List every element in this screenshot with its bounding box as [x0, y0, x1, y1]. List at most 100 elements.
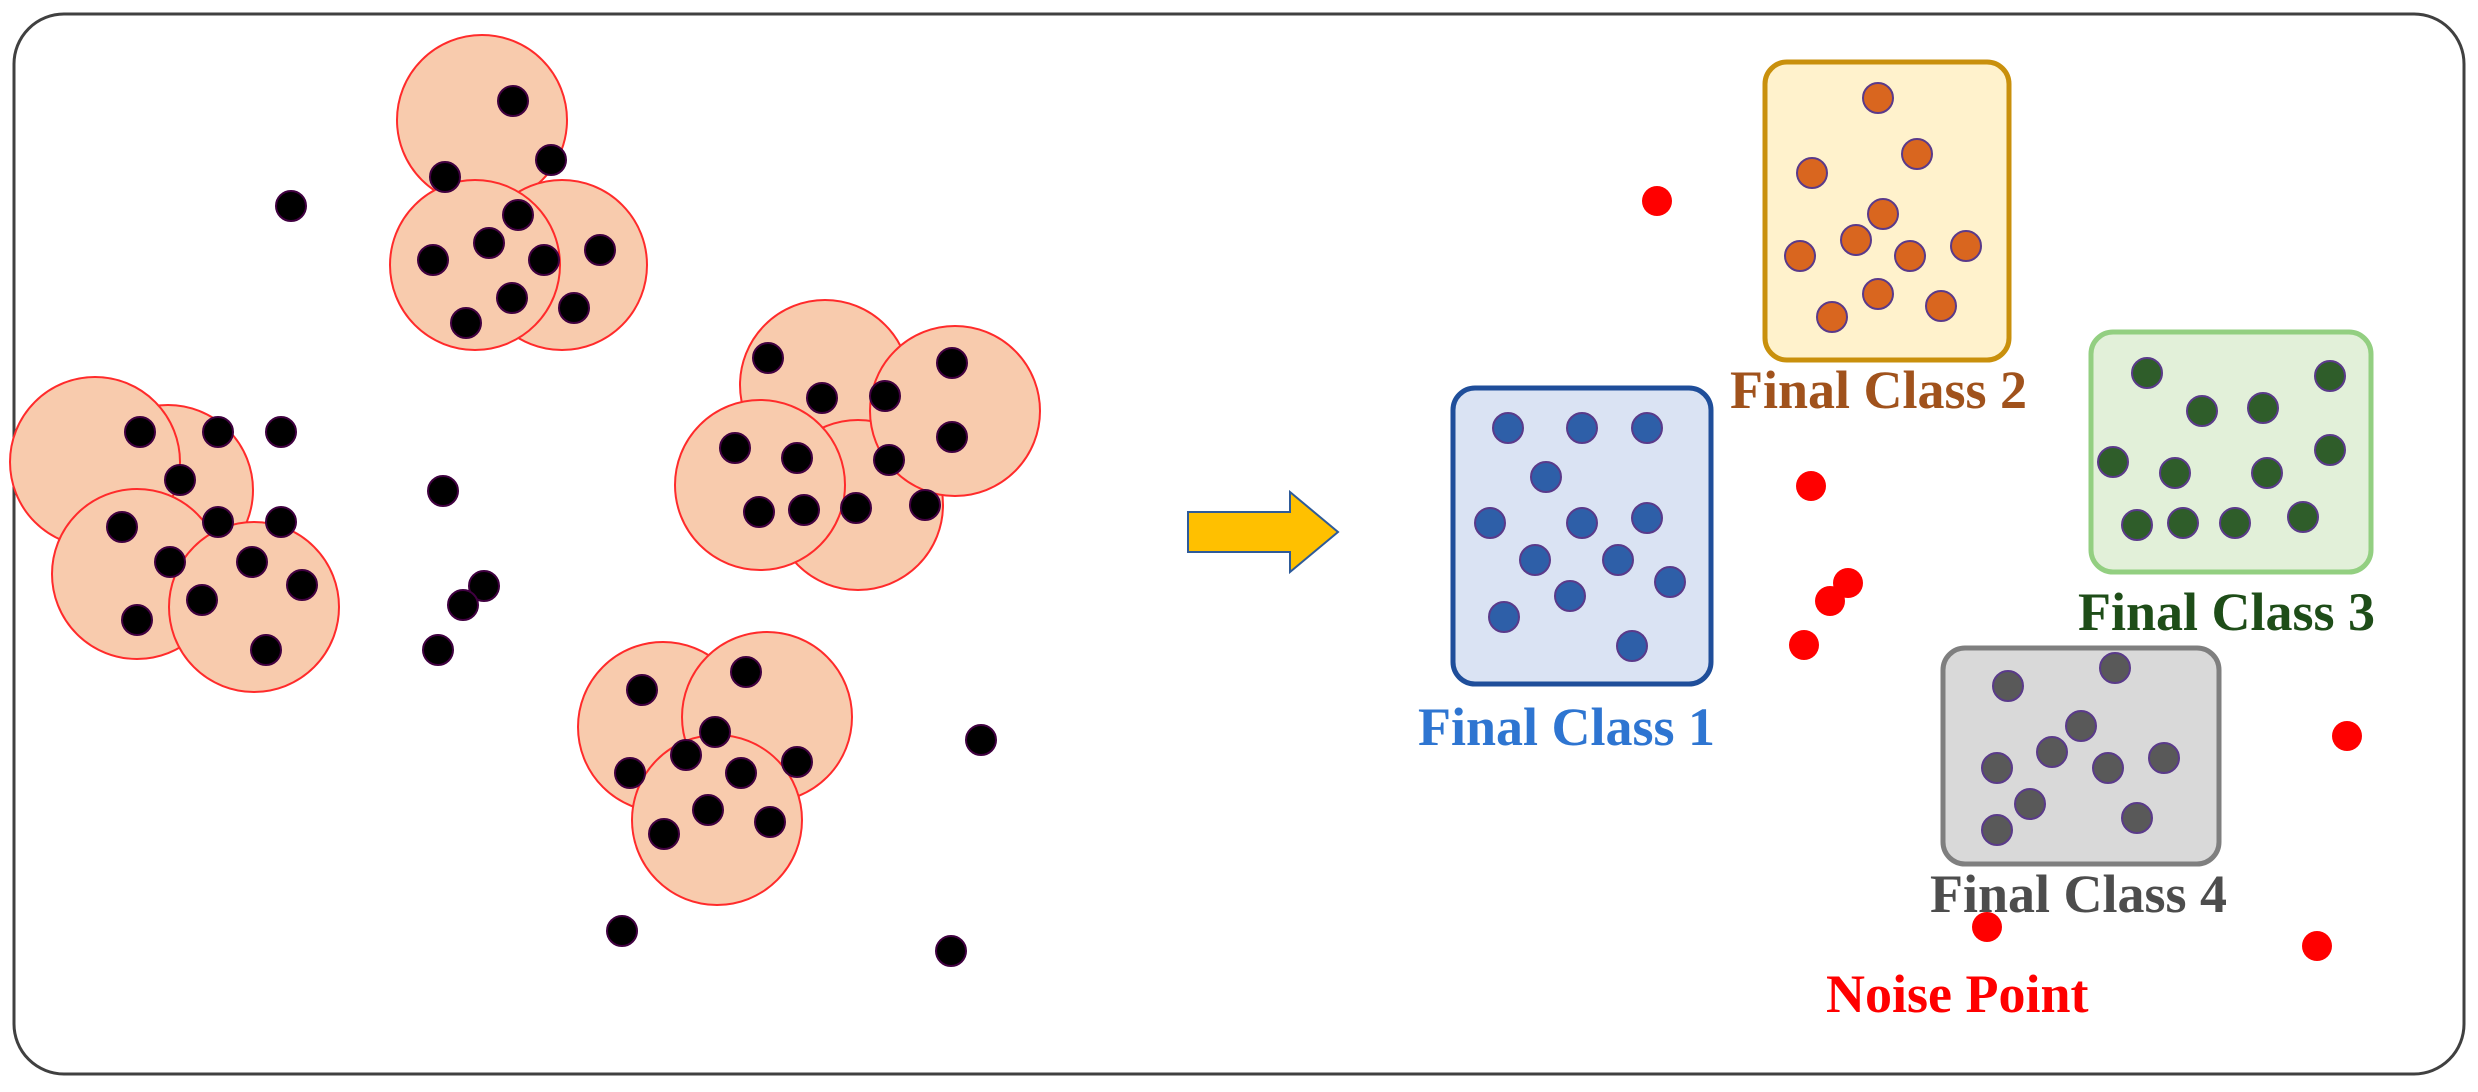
- outlier-point: [606, 915, 638, 947]
- cluster-point: [909, 489, 941, 521]
- final-class-3-point: [2219, 507, 2251, 539]
- noise-point: [1972, 912, 2002, 942]
- final-class-3-point: [2314, 360, 2346, 392]
- final-class-4-point: [2121, 802, 2153, 834]
- noise-point: [1789, 630, 1819, 660]
- final-class-2-label: Final Class 2: [1730, 360, 2027, 420]
- cluster-point: [496, 282, 528, 314]
- final-class-3-point: [2121, 509, 2153, 541]
- final-class-4-point: [2014, 788, 2046, 820]
- right-arrow-icon: [1187, 489, 1340, 575]
- final-class-3-point: [2287, 501, 2319, 533]
- cluster-point: [502, 199, 534, 231]
- outlier-point: [427, 475, 459, 507]
- cluster-point: [429, 161, 461, 193]
- cluster-point: [202, 416, 234, 448]
- cluster-point: [873, 444, 905, 476]
- cluster-point: [788, 494, 820, 526]
- final-class-1-point: [1602, 544, 1634, 576]
- cluster-point: [164, 464, 196, 496]
- cluster-point: [869, 380, 901, 412]
- final-class-4-label: Final Class 4: [1930, 864, 2227, 924]
- outlier-point: [468, 570, 500, 602]
- outlier-points: [275, 190, 997, 967]
- cluster-point: [648, 818, 680, 850]
- cluster-point: [752, 342, 784, 374]
- final-class-1-points: [1474, 412, 1686, 662]
- final-class-4-point: [2148, 742, 2180, 774]
- cluster-point: [265, 506, 297, 538]
- final-class-3-point: [2159, 457, 2191, 489]
- cluster-point: [528, 244, 560, 276]
- cluster-point: [286, 569, 318, 601]
- final-class-1-point: [1492, 412, 1524, 444]
- final-class-2-point: [1901, 138, 1933, 170]
- final-class-3-point: [2186, 395, 2218, 427]
- outlier-point: [422, 634, 454, 666]
- final-class-1-point: [1519, 544, 1551, 576]
- neighborhood-circle: [168, 521, 340, 693]
- final-class-3-points: [2097, 357, 2346, 541]
- final-class-1-point: [1654, 566, 1686, 598]
- cluster-point: [558, 292, 590, 324]
- noise-point: [1796, 471, 1826, 501]
- final-class-1-point: [1616, 630, 1648, 662]
- final-class-2-point: [1816, 301, 1848, 333]
- cluster-point: [473, 227, 505, 259]
- cluster-point: [417, 244, 449, 276]
- final-class-1-point: [1566, 507, 1598, 539]
- final-class-4-point: [2065, 710, 2097, 742]
- neighborhood-circle: [674, 399, 846, 571]
- cluster-point: [781, 746, 813, 778]
- cluster-point: [497, 85, 529, 117]
- final-class-4-point: [2036, 736, 2068, 768]
- final-class-1-point: [1530, 461, 1562, 493]
- noise-point: [2332, 721, 2362, 751]
- final-class-2-point: [1784, 240, 1816, 272]
- cluster-point: [121, 604, 153, 636]
- final-class-1-point: [1554, 580, 1586, 612]
- cluster-point: [202, 506, 234, 538]
- final-class-3-point: [2247, 392, 2279, 424]
- cluster-point: [781, 442, 813, 474]
- final-class-4-point: [1981, 814, 2013, 846]
- cluster-point: [806, 382, 838, 414]
- final-class-1-point: [1631, 412, 1663, 444]
- neighborhood-circle: [869, 325, 1041, 497]
- clustered-points: [106, 85, 968, 850]
- final-class-4-point: [2092, 752, 2124, 784]
- cluster-point: [936, 421, 968, 453]
- cluster-point: [265, 416, 297, 448]
- final-class-3-point: [2167, 507, 2199, 539]
- cluster-point: [754, 806, 786, 838]
- final-class-2-point: [1950, 230, 1982, 262]
- cluster-point: [743, 496, 775, 528]
- cluster-point: [614, 757, 646, 789]
- final-class-1-point: [1474, 507, 1506, 539]
- final-class-2-point: [1862, 82, 1894, 114]
- final-class-2-point: [1840, 224, 1872, 256]
- cluster-point: [236, 546, 268, 578]
- final-class-1-point: [1566, 412, 1598, 444]
- final-class-2-point: [1796, 157, 1828, 189]
- final-class-2-point: [1867, 198, 1899, 230]
- cluster-point: [725, 757, 757, 789]
- cluster-point: [692, 794, 724, 826]
- final-class-3-point: [2251, 457, 2283, 489]
- noise-point: [1642, 186, 1672, 216]
- final-class-4-point: [2099, 652, 2131, 684]
- cluster-point: [699, 716, 731, 748]
- cluster-point: [106, 511, 138, 543]
- noise-points: [1642, 186, 2362, 961]
- final-class-1-point: [1488, 601, 1520, 633]
- cluster-point: [840, 492, 872, 524]
- final-class-2-point: [1925, 290, 1957, 322]
- outlier-point: [965, 724, 997, 756]
- cluster-point: [730, 656, 762, 688]
- cluster-point: [250, 634, 282, 666]
- cluster-point: [626, 674, 658, 706]
- final-class-4-points: [1981, 652, 2180, 846]
- final-class-1-point: [1631, 502, 1663, 534]
